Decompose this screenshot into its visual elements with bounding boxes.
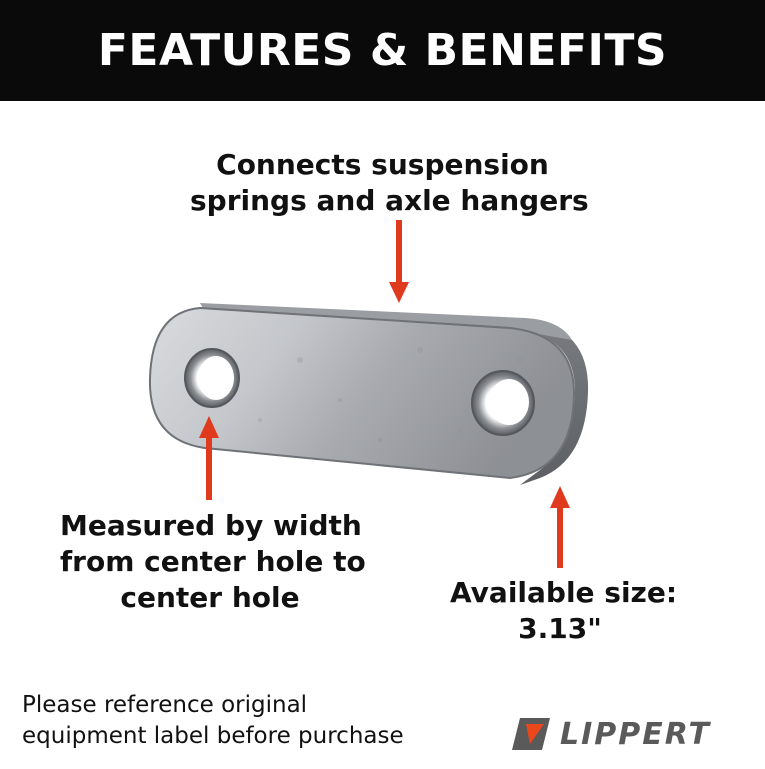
shackle-plate-image — [148, 303, 589, 485]
logo-text: LIPPERT — [560, 716, 711, 752]
arrow-icon — [389, 220, 409, 303]
callout-line: from center hole to — [60, 545, 366, 578]
callout-line: 3.13" — [518, 612, 602, 645]
callout-line: center hole — [120, 581, 300, 614]
callout-measured: Measured by width from center hole to ce… — [60, 508, 366, 616]
arrow-icon — [199, 416, 219, 500]
disclaimer-line: Please reference original — [22, 692, 308, 718]
callout-connects: Connects suspension springs and axle han… — [190, 147, 589, 219]
callout-line: springs and axle hangers — [190, 184, 589, 217]
lippert-logo-icon — [512, 718, 550, 750]
disclaimer-text: Please reference original equipment labe… — [22, 690, 404, 752]
header-banner: FEATURES & BENEFITS — [0, 0, 765, 101]
brand-logo: LIPPERT — [510, 712, 711, 756]
callout-line: Measured by width — [60, 509, 362, 542]
arrow-icon — [550, 486, 570, 568]
callout-size: Available size: 3.13" — [450, 575, 678, 647]
page-title: FEATURES & BENEFITS — [97, 25, 668, 76]
callout-line: Available size: — [450, 576, 678, 609]
disclaimer-line: equipment label before purchase — [22, 723, 404, 749]
callout-line: Connects suspension — [216, 148, 549, 181]
